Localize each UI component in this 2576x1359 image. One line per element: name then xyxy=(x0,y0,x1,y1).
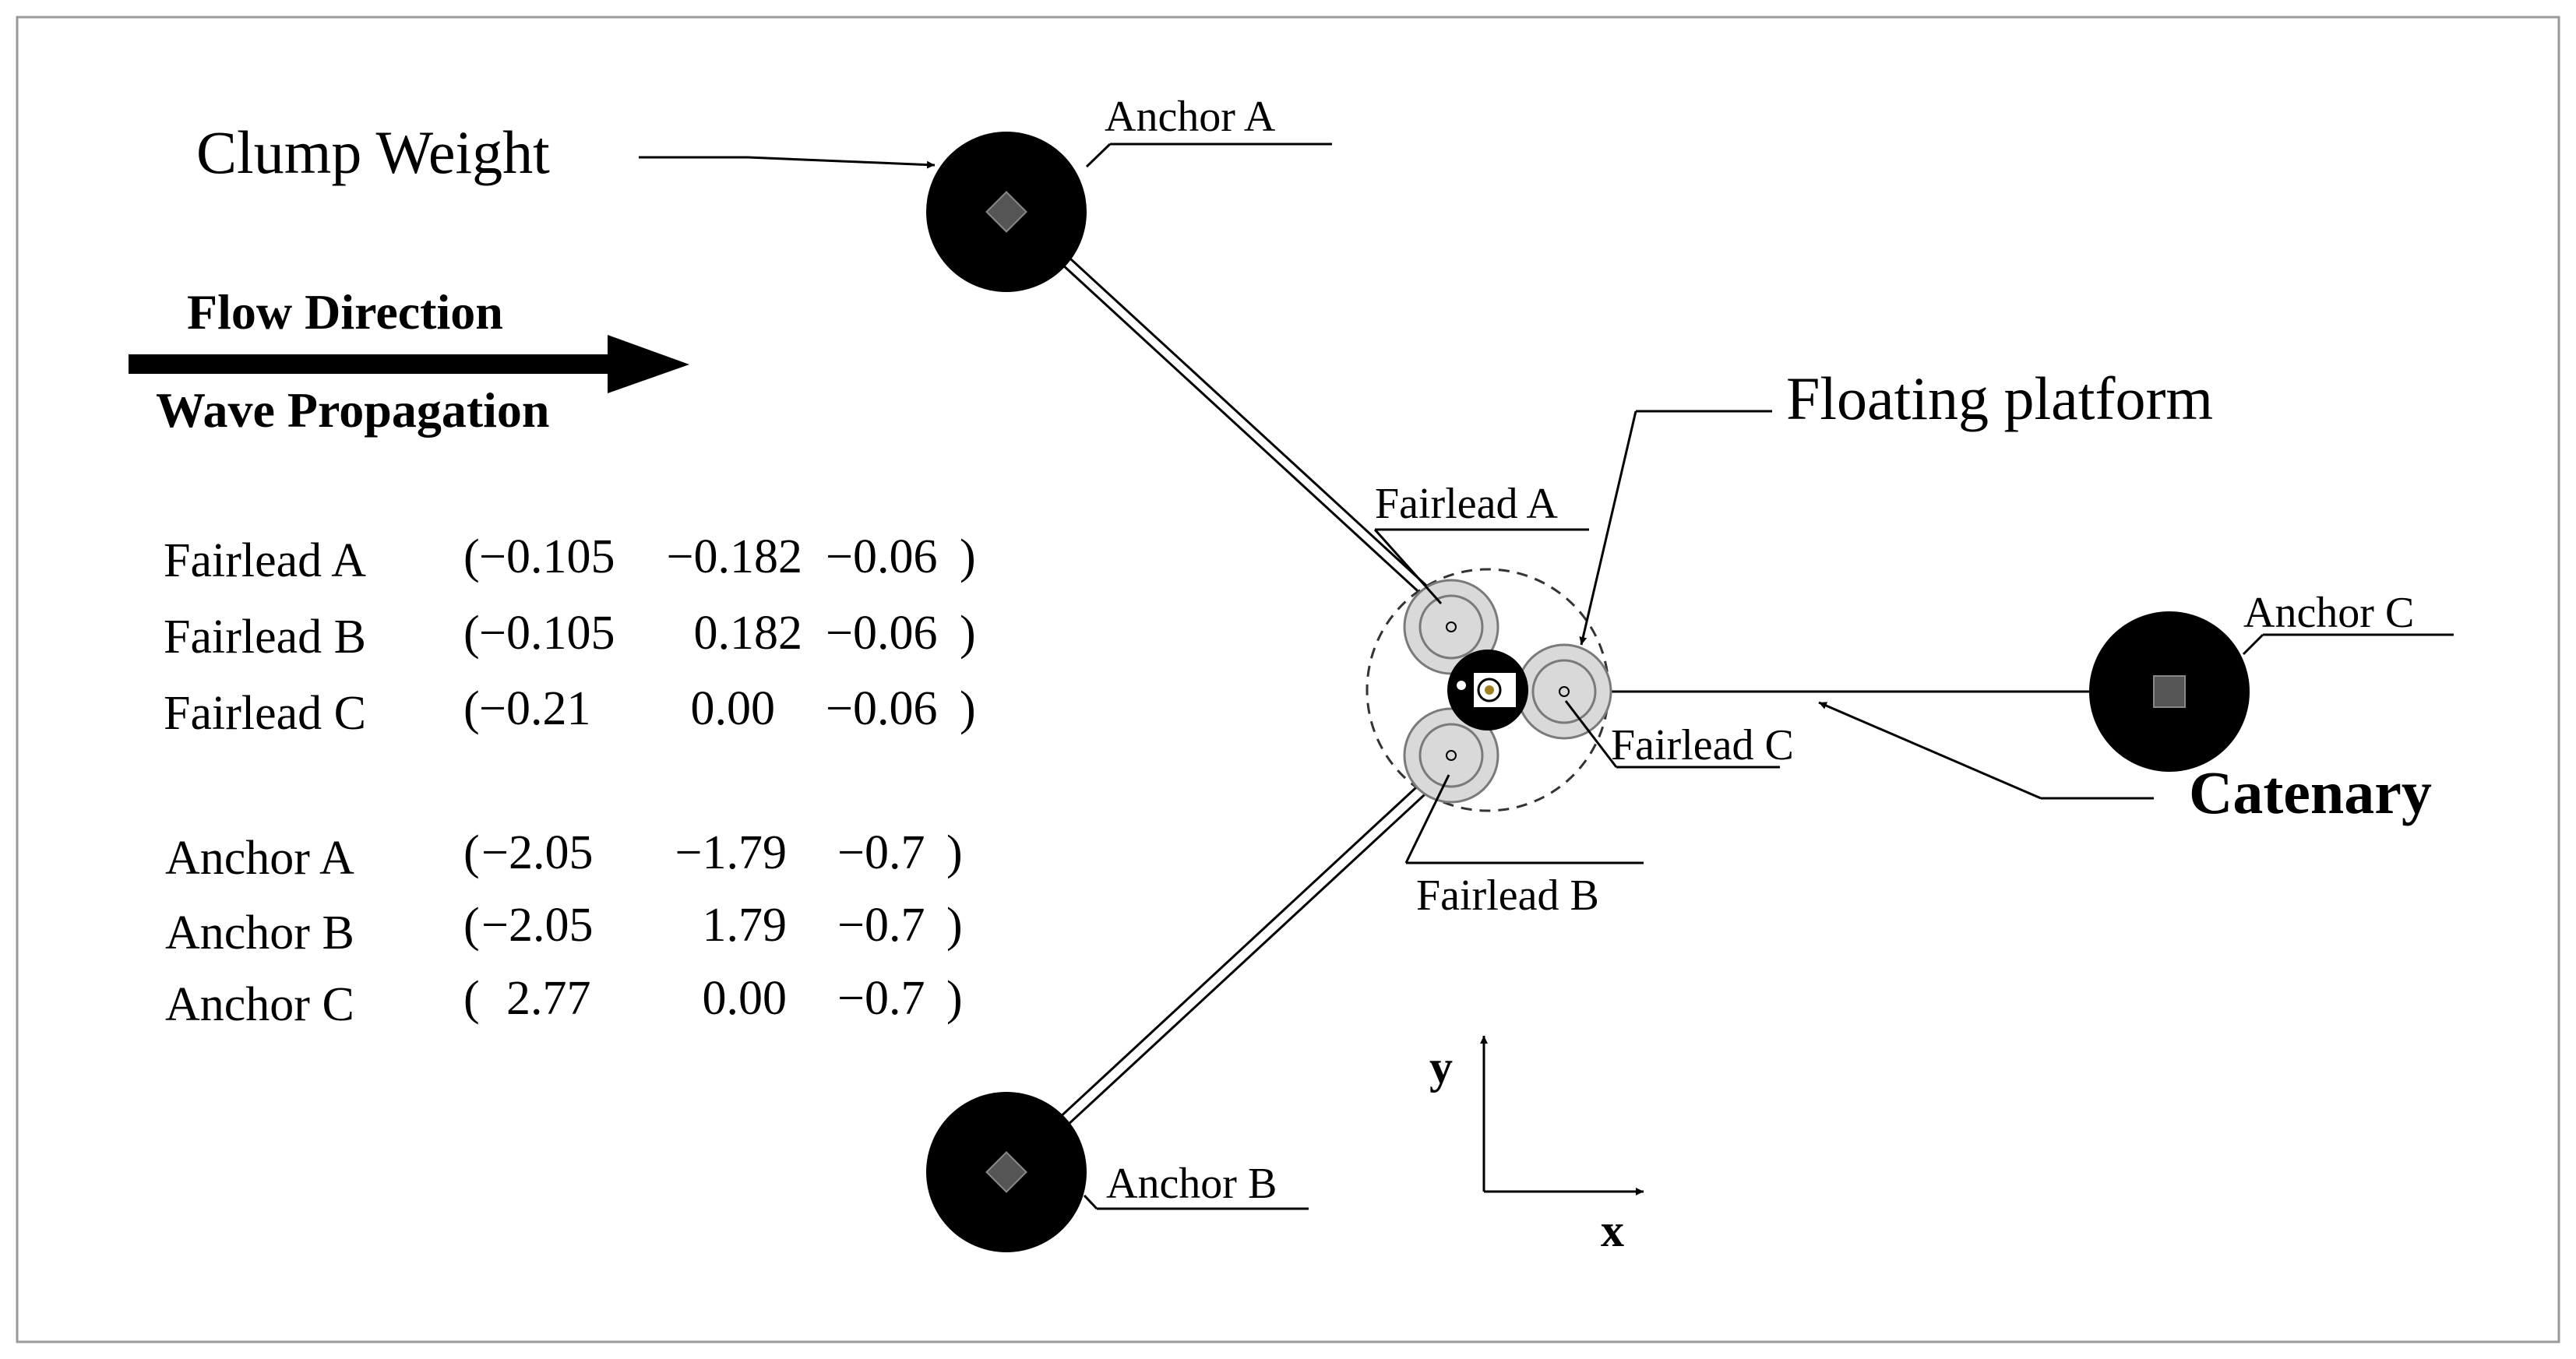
svg-text:−0.105: −0.105 xyxy=(479,530,615,583)
coordinate-axes xyxy=(1480,1036,1644,1195)
clump-weight-label: Clump Weight xyxy=(196,118,550,186)
fairlead-a-label: Fairlead A xyxy=(1375,480,1558,528)
svg-text:Fairlead C: Fairlead C xyxy=(164,687,366,740)
svg-text:Anchor C: Anchor C xyxy=(165,978,354,1031)
column-fairlead-a xyxy=(1403,579,1499,675)
table-row: Fairlead C ( −0.21 0.00 −0.06 ) xyxy=(164,682,976,740)
figure-frame xyxy=(16,16,2560,1343)
mooring-line-b xyxy=(1003,777,1435,1176)
svg-text:Anchor B: Anchor B xyxy=(165,907,354,959)
svg-text:−0.7: −0.7 xyxy=(837,899,925,952)
callout-lines xyxy=(639,143,2454,1210)
table-row: Anchor C ( 2.77 0.00 −0.7 ) xyxy=(165,972,963,1031)
table-row: Anchor A ( −2.05 −1.79 −0.7 ) xyxy=(165,826,963,885)
svg-text:): ) xyxy=(946,972,963,1025)
fairlead-b-label: Fairlead B xyxy=(1416,871,1599,920)
svg-text:−1.79: −1.79 xyxy=(675,826,787,879)
anchor-coordinates-table: Anchor A ( −2.05 −1.79 −0.7 ) Anchor B (… xyxy=(165,826,963,1031)
svg-text:): ) xyxy=(960,682,976,735)
floating-platform-label: Floating platform xyxy=(1786,364,2213,432)
svg-text:(: ( xyxy=(463,530,480,583)
svg-text:1.79: 1.79 xyxy=(703,899,788,952)
svg-text:(: ( xyxy=(463,826,480,879)
wave-propagation-label: Wave Propagation xyxy=(156,382,550,438)
svg-text:(: ( xyxy=(463,607,480,660)
svg-text:): ) xyxy=(946,899,963,952)
svg-text:−0.06: −0.06 xyxy=(826,607,937,660)
svg-text:(: ( xyxy=(463,682,480,735)
flow-direction-arrow xyxy=(129,335,689,393)
anchor-a-clump xyxy=(926,132,1087,292)
svg-text:Fairlead A: Fairlead A xyxy=(164,534,366,587)
column-fairlead-b xyxy=(1403,707,1499,804)
axis-x-label: x xyxy=(1601,1205,1624,1256)
svg-text:0.00: 0.00 xyxy=(691,682,776,735)
column-fairlead-c xyxy=(1516,643,1612,740)
svg-text:(: ( xyxy=(463,972,480,1025)
mooring-line-a xyxy=(1003,206,1435,600)
anchor-b-clump xyxy=(926,1092,1087,1252)
anchor-a-label: Anchor A xyxy=(1105,93,1276,141)
fairlead-coordinates-table: Fairlead A ( −0.105 −0.182 −0.06 ) Fairl… xyxy=(164,530,976,740)
anchor-b-label: Anchor B xyxy=(1106,1160,1277,1208)
axis-y-label: y xyxy=(1429,1041,1453,1093)
svg-text:−0.7: −0.7 xyxy=(837,826,925,879)
table-row: Fairlead B ( −0.105 0.182 −0.06 ) xyxy=(164,607,976,664)
svg-text:−0.06: −0.06 xyxy=(826,530,937,583)
svg-text:−0.21: −0.21 xyxy=(479,682,590,735)
fairlead-c-label: Fairlead C xyxy=(1611,721,1794,769)
platform-center-column xyxy=(1447,650,1528,731)
svg-text:−2.05: −2.05 xyxy=(481,826,593,879)
svg-text:): ) xyxy=(960,607,976,660)
table-row: Fairlead A ( −0.105 −0.182 −0.06 ) xyxy=(164,530,976,587)
floating-platform xyxy=(1366,568,1612,812)
svg-text:−2.05: −2.05 xyxy=(481,899,593,952)
svg-text:): ) xyxy=(946,826,963,879)
table-row: Anchor B ( −2.05 1.79 −0.7 ) xyxy=(165,899,963,959)
svg-text:): ) xyxy=(960,530,976,583)
svg-text:0.00: 0.00 xyxy=(703,972,788,1025)
svg-text:−0.06: −0.06 xyxy=(826,682,937,735)
anchor-c-label: Anchor C xyxy=(2243,589,2414,637)
catenary-label: Catenary xyxy=(2189,759,2432,826)
svg-text:−0.182: −0.182 xyxy=(667,530,802,583)
svg-text:(: ( xyxy=(463,899,480,952)
svg-text:0.182: 0.182 xyxy=(694,607,803,660)
svg-text:Fairlead B: Fairlead B xyxy=(164,611,366,664)
svg-text:−0.105: −0.105 xyxy=(479,607,615,660)
svg-text:Anchor A: Anchor A xyxy=(165,832,354,885)
anchor-c-clump xyxy=(2089,611,2250,772)
flow-direction-label: Flow Direction xyxy=(187,284,503,340)
svg-text:−0.7: −0.7 xyxy=(837,972,925,1025)
svg-text:2.77: 2.77 xyxy=(506,972,591,1025)
